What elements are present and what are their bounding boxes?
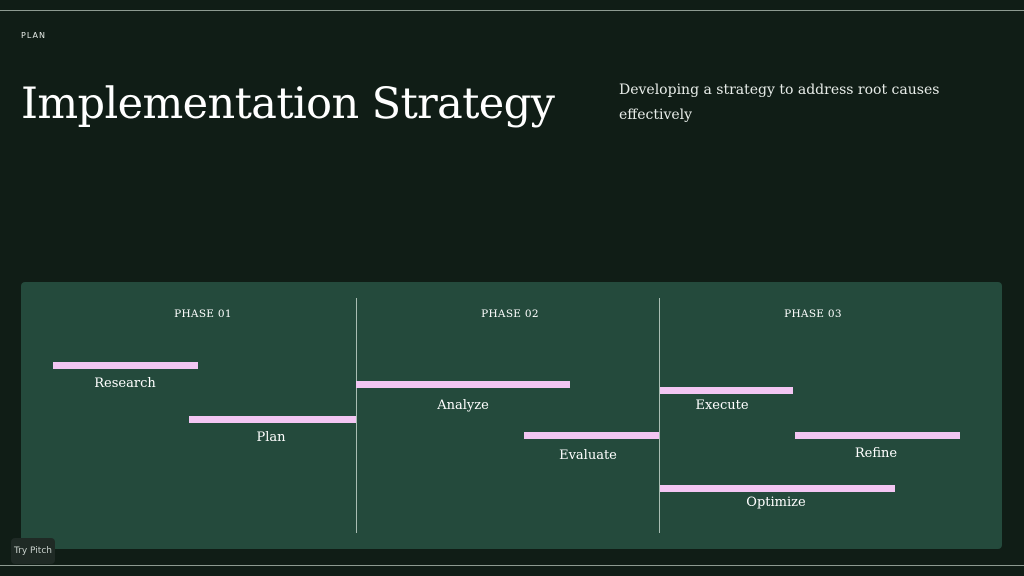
section-eyebrow: PLAN bbox=[21, 31, 46, 40]
page-title: Implementation Strategy bbox=[21, 79, 555, 129]
task-bar-evaluate bbox=[524, 432, 659, 439]
task-label-execute: Execute bbox=[695, 398, 749, 413]
phase-label-01: PHASE 01 bbox=[174, 308, 232, 320]
phase-divider bbox=[356, 298, 357, 533]
task-label-refine: Refine bbox=[854, 446, 898, 461]
task-label-plan: Plan bbox=[256, 430, 286, 445]
task-bar-optimize bbox=[660, 485, 895, 492]
page-subtitle: Developing a strategy to address root ca… bbox=[619, 82, 940, 123]
try-pitch-button[interactable]: Try Pitch bbox=[11, 538, 55, 564]
task-label-research: Research bbox=[94, 376, 156, 391]
phase-label-03: PHASE 03 bbox=[784, 308, 842, 320]
task-label-optimize: Optimize bbox=[746, 495, 806, 510]
task-label-evaluate: Evaluate bbox=[559, 448, 617, 463]
task-bar-execute bbox=[660, 387, 793, 394]
top-rule bbox=[0, 10, 1024, 11]
task-bar-refine bbox=[795, 432, 960, 439]
phase-divider bbox=[659, 298, 660, 533]
bottom-rule bbox=[0, 565, 1024, 566]
phase-label-02: PHASE 02 bbox=[481, 308, 539, 320]
task-label-analyze: Analyze bbox=[437, 398, 489, 413]
task-bar-plan bbox=[189, 416, 356, 423]
task-bar-research bbox=[53, 362, 198, 369]
task-bar-analyze bbox=[356, 381, 570, 388]
timeline-panel: PHASE 01 PHASE 02 PHASE 03 Research Plan… bbox=[21, 282, 1002, 549]
